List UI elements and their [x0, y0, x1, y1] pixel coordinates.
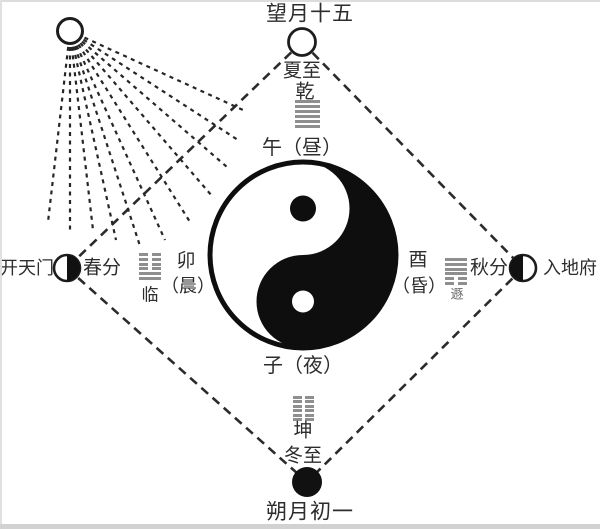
- yang-line: [139, 272, 161, 276]
- left-edge-strip: [0, 0, 2, 529]
- yang-line: [295, 120, 320, 123]
- label-hexagram-kun: 坤: [293, 420, 313, 442]
- yin-line: [293, 417, 314, 421]
- label-full-moon-day: 望月十五: [266, 1, 354, 26]
- yin-line: [293, 409, 314, 413]
- bottom-edge-strip: [0, 524, 600, 529]
- top-edge-strip: [0, 0, 600, 2]
- yin-line: [293, 404, 314, 408]
- yin-line: [139, 253, 161, 256]
- label-summer-solstice: 夏至: [282, 60, 322, 82]
- new-moon-icon: [292, 467, 322, 497]
- diamond-edge-bottom-right: [306, 267, 524, 483]
- yang-line: [295, 110, 320, 113]
- yang-line: [445, 267, 467, 271]
- hexagram-kun-icon: [293, 396, 314, 421]
- sun-icon: [56, 17, 84, 45]
- yang-line: [295, 115, 320, 118]
- yang-dot: [290, 195, 316, 222]
- yang-line: [445, 262, 467, 266]
- yang-line: [445, 272, 467, 276]
- label-hexagram-qian: 乾: [295, 81, 315, 103]
- label-midnight: 子（夜）: [263, 355, 343, 377]
- label-hexagram-dun: 遯: [450, 286, 464, 302]
- label-morning-paren: （晨）: [161, 276, 215, 296]
- label-dusk-paren: （昏）: [392, 276, 446, 296]
- yang-line: [295, 105, 320, 108]
- yin-line: [293, 413, 314, 417]
- yin-line: [293, 396, 314, 399]
- yin-line: [139, 257, 161, 261]
- label-autumn-equinox: 秋分: [469, 257, 509, 279]
- label-heaven-gate: 开天门: [0, 258, 54, 278]
- yang-line: [445, 258, 467, 261]
- hexagram-qian-icon: [295, 100, 320, 128]
- yin-line: [293, 400, 314, 404]
- yang-line: [139, 276, 161, 280]
- yang-line: [295, 100, 320, 103]
- label-hexagram-lin: 临: [141, 285, 159, 305]
- yin-yang-icon: [207, 159, 399, 351]
- diamond-edge-top-right: [301, 41, 524, 269]
- label-dusk-branch: 酉: [408, 249, 428, 271]
- label-spring-equinox: 春分: [82, 257, 122, 279]
- label-new-moon-day: 朔月初一: [266, 499, 354, 524]
- hexagram-lin-icon: [139, 253, 161, 280]
- label-earth-palace: 入地府: [543, 258, 597, 278]
- label-noon: 午（昼）: [262, 137, 342, 159]
- full-moon-icon: [287, 27, 317, 57]
- yin-dot: [292, 290, 314, 313]
- yin-line: [445, 281, 467, 285]
- hexagram-dun-icon: [445, 258, 467, 285]
- yin-line: [139, 267, 161, 271]
- sun-rays-icon: [46, 36, 244, 247]
- yin-line: [445, 277, 467, 281]
- yang-line: [295, 125, 320, 128]
- last-quarter-moon-icon: [508, 253, 538, 283]
- label-morning-branch: 卯: [176, 250, 196, 272]
- diamond-dashed-lines: [66, 41, 524, 483]
- diamond-edge-bottom-left: [66, 267, 308, 483]
- label-winter-solstice: 冬至: [283, 445, 323, 467]
- diamond-edge-top-left: [66, 41, 303, 269]
- first-quarter-moon-icon: [52, 253, 82, 283]
- yin-line: [139, 262, 161, 266]
